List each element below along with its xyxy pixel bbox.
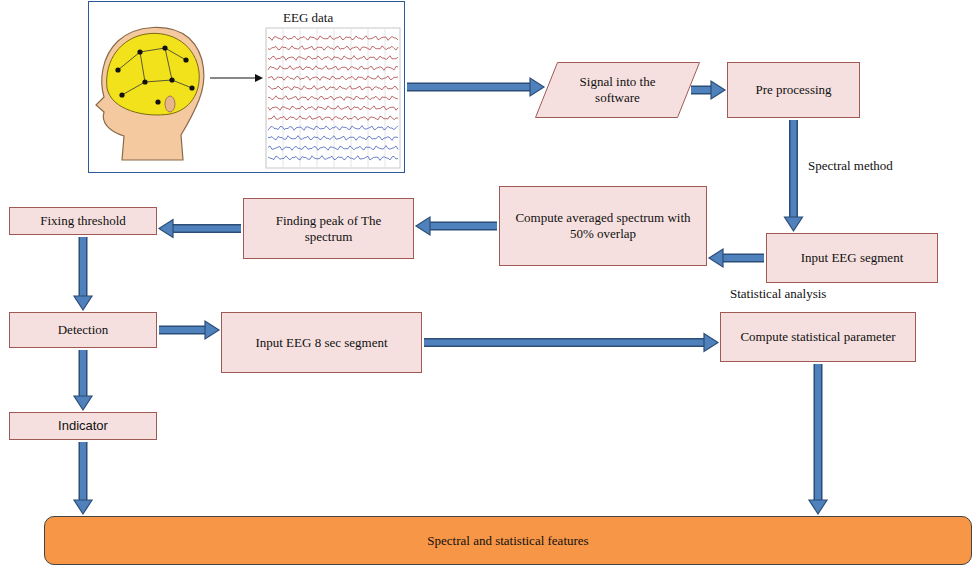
arrow-head	[74, 500, 92, 514]
arrow-head	[809, 500, 827, 514]
grid-line	[266, 29, 267, 167]
grid-line	[317, 29, 318, 167]
arrow-head	[709, 249, 723, 267]
arrow-head	[704, 334, 718, 352]
process-box: Fixing threshold	[9, 207, 157, 235]
node-text: Detection	[58, 322, 109, 338]
block-arrow	[709, 249, 764, 267]
arrow-shaft	[407, 84, 530, 90]
arrow-shaft	[159, 327, 205, 333]
input-parallelogram: Signal into the software	[535, 62, 700, 118]
node-text: EEG data	[283, 10, 333, 26]
arrow-outline	[79, 237, 88, 296]
block-arrow	[416, 217, 497, 235]
arrow-outline	[789, 120, 798, 217]
arrow-outline	[430, 222, 497, 231]
arrow-outline	[173, 224, 241, 233]
block-arrow	[74, 442, 92, 514]
eeg-trace	[268, 126, 398, 131]
arrow-head	[416, 217, 430, 235]
eeg-trace	[268, 86, 398, 91]
arrow-outline	[79, 350, 88, 396]
arrow-head	[74, 296, 92, 310]
arrow-outline	[691, 86, 711, 95]
arrow-outline	[723, 254, 764, 263]
arrow-outline	[407, 83, 530, 92]
arrow-shaft	[173, 226, 241, 232]
arrow-outline	[159, 326, 205, 335]
eeg-trace-image	[266, 28, 400, 168]
eeg-trace	[268, 106, 398, 111]
eeg-trace	[268, 46, 398, 51]
eeg-trace	[268, 146, 398, 151]
block-arrow	[159, 220, 241, 238]
section-label: Spectral method	[808, 158, 893, 174]
process-box: Indicator	[9, 412, 157, 440]
node-text: Fixing threshold	[40, 213, 126, 229]
arrow-shaft	[723, 255, 764, 261]
arrow-shaft	[80, 442, 86, 500]
eeg-trace	[268, 76, 398, 81]
arrow-outline	[79, 442, 88, 500]
process-box: Pre processing	[727, 62, 860, 118]
eeg-trace	[268, 56, 398, 61]
arrow-outline	[424, 338, 704, 347]
section-label: Statistical analysis	[730, 286, 826, 302]
block-arrow	[424, 334, 718, 352]
arrow-shaft	[80, 350, 86, 396]
arrow-head	[530, 78, 544, 96]
eeg-data-panel: EEG data	[88, 1, 405, 173]
eeg-trace	[268, 66, 398, 71]
arrow-head	[159, 220, 173, 238]
block-arrow	[785, 120, 803, 231]
block-arrow	[74, 237, 92, 310]
arrow-shaft	[80, 237, 86, 296]
arrow-shaft	[691, 87, 711, 93]
process-box: Compute averaged spectrum with 50% overl…	[499, 186, 707, 266]
node-text: Indicator	[58, 418, 108, 434]
block-arrow	[74, 350, 92, 410]
process-box: Detection	[9, 312, 157, 348]
node-text: Finding peak of The spectrum	[252, 213, 405, 244]
eeg-trace	[268, 156, 398, 161]
arrow-head	[74, 396, 92, 410]
node-text: Spectral and statistical features	[427, 533, 588, 549]
process-box: Compute statistical parameter	[720, 312, 916, 362]
arrow-outline	[814, 364, 823, 500]
pointer-arrow	[210, 74, 263, 82]
eeg-trace	[268, 36, 398, 41]
process-box: Finding peak of The spectrum	[243, 198, 414, 259]
arrow-shaft	[430, 223, 497, 229]
arrow-shaft	[791, 120, 797, 217]
process-box: Input EEG segment	[766, 233, 938, 283]
eeg-trace	[268, 96, 398, 101]
eeg-trace	[268, 136, 398, 141]
arrow-head	[785, 217, 803, 231]
block-arrow	[407, 78, 544, 96]
block-arrow	[691, 81, 725, 99]
node-text: Pre processing	[755, 82, 831, 98]
node-text: Compute statistical parameter	[740, 329, 895, 345]
block-arrow	[159, 321, 219, 339]
arrow-shaft	[815, 364, 821, 500]
arrow-head	[711, 81, 725, 99]
arrow-shaft	[424, 340, 704, 346]
node-text: Signal into the software	[563, 74, 672, 105]
node-text: Input EEG 8 sec segment	[255, 335, 387, 351]
eeg-trace	[268, 116, 398, 121]
node-text: Compute averaged spectrum with 50% overl…	[508, 210, 698, 241]
head-illustration	[96, 27, 204, 160]
output-bar: Spectral and statistical features	[44, 516, 972, 565]
process-box: Input EEG 8 sec segment	[221, 312, 422, 373]
node-text: Input EEG segment	[801, 250, 904, 266]
block-arrow	[809, 364, 827, 514]
arrow-head	[205, 321, 219, 339]
